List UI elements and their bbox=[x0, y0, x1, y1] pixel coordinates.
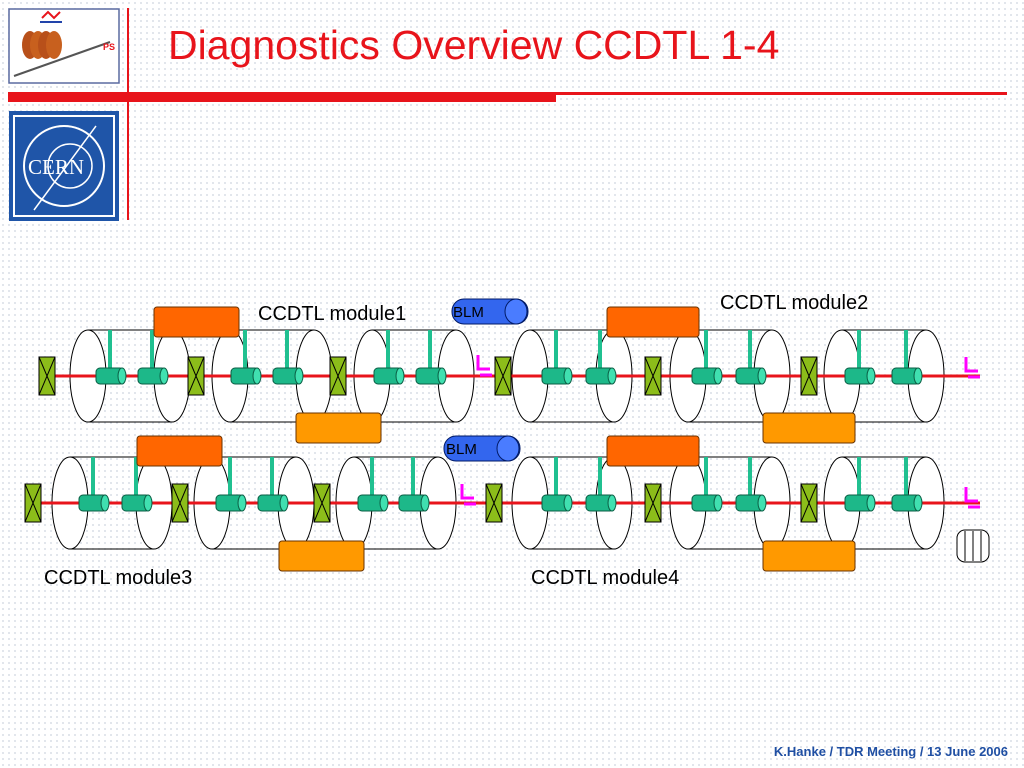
quadrupole-cross bbox=[313, 483, 331, 523]
header-red-bar-thin bbox=[8, 92, 1007, 95]
drift-tube-face bbox=[117, 367, 127, 385]
tank-outline bbox=[842, 456, 926, 550]
quadrupole-cross bbox=[800, 483, 818, 523]
drift-tube-face bbox=[713, 494, 723, 512]
steerer-magnet bbox=[295, 412, 382, 444]
steerer-magnet bbox=[762, 540, 856, 572]
ps-logo-label: PS bbox=[103, 42, 115, 52]
module2-label: CCDTL module2 bbox=[720, 292, 868, 314]
drift-tube-face bbox=[607, 367, 617, 385]
pickup-monitor bbox=[964, 487, 980, 509]
cern-logo-label: CERN bbox=[28, 155, 84, 179]
cern-logo: CERN bbox=[9, 111, 119, 221]
drift-tube-face bbox=[913, 367, 923, 385]
footer-text: K.Hanke / TDR Meeting / 13 June 2006 bbox=[773, 744, 1008, 759]
page-title: Diagnostics Overview CCDTL 1-4 bbox=[168, 22, 780, 68]
quadrupole-cross bbox=[494, 356, 512, 396]
tank-outline bbox=[842, 329, 926, 423]
drift-tube-face bbox=[563, 494, 573, 512]
header-red-bar-thick bbox=[8, 94, 556, 102]
quadrupole-cross bbox=[187, 356, 205, 396]
steerer-magnet bbox=[153, 306, 240, 338]
quadrupole-cross bbox=[171, 483, 189, 523]
quadrupole-cross bbox=[644, 483, 662, 523]
drift-tube-face bbox=[757, 494, 767, 512]
module1-label: CCDTL module1 bbox=[258, 303, 406, 325]
drift-tube-face bbox=[913, 494, 923, 512]
coil-icon bbox=[22, 31, 62, 59]
module4-label: CCDTL module4 bbox=[531, 567, 679, 589]
drift-tube-face bbox=[100, 494, 110, 512]
tank-outline bbox=[688, 456, 772, 550]
quadrupole-cross bbox=[485, 483, 503, 523]
drift-tube-face bbox=[607, 494, 617, 512]
drift-tube-face bbox=[420, 494, 430, 512]
tank-outline bbox=[354, 456, 438, 550]
drift-tube-face bbox=[159, 367, 169, 385]
header-vertical-line bbox=[127, 8, 129, 220]
blm-middle: BLM bbox=[443, 435, 521, 462]
tank-outline bbox=[688, 329, 772, 423]
quadrupole-cross bbox=[800, 356, 818, 396]
blm-top-label: BLM bbox=[453, 304, 484, 321]
drift-tube-face bbox=[379, 494, 389, 512]
steerer-magnet bbox=[278, 540, 365, 572]
drift-tube-face bbox=[563, 367, 573, 385]
quadrupole-cross bbox=[24, 483, 42, 523]
drift-tube-face bbox=[866, 367, 876, 385]
steerer-magnet bbox=[136, 435, 223, 467]
steerer-magnet bbox=[606, 306, 700, 338]
drift-tube-face bbox=[757, 367, 767, 385]
quadrupole-cross bbox=[329, 356, 347, 396]
pickup-monitor bbox=[964, 357, 980, 379]
pickup-monitor bbox=[460, 484, 476, 506]
drift-tube-face bbox=[252, 367, 262, 385]
blm-top: BLM bbox=[451, 298, 529, 325]
drift-tube-face bbox=[237, 494, 247, 512]
ps-logo: PS bbox=[8, 8, 120, 84]
drift-tube-face bbox=[279, 494, 289, 512]
drift-tube-face bbox=[294, 367, 304, 385]
quadrupole-cross bbox=[38, 356, 56, 396]
drift-tube-face bbox=[395, 367, 405, 385]
quadrupole-cross bbox=[644, 356, 662, 396]
drift-tube-face bbox=[866, 494, 876, 512]
drift-tube-face bbox=[143, 494, 153, 512]
module3-label: CCDTL module3 bbox=[44, 567, 192, 589]
steerer-magnet bbox=[606, 435, 700, 467]
pickup-monitor bbox=[476, 355, 492, 377]
drift-tube-face bbox=[437, 367, 447, 385]
blm-middle-label: BLM bbox=[446, 441, 477, 458]
steerer-magnet bbox=[762, 412, 856, 444]
drift-tube-face bbox=[713, 367, 723, 385]
